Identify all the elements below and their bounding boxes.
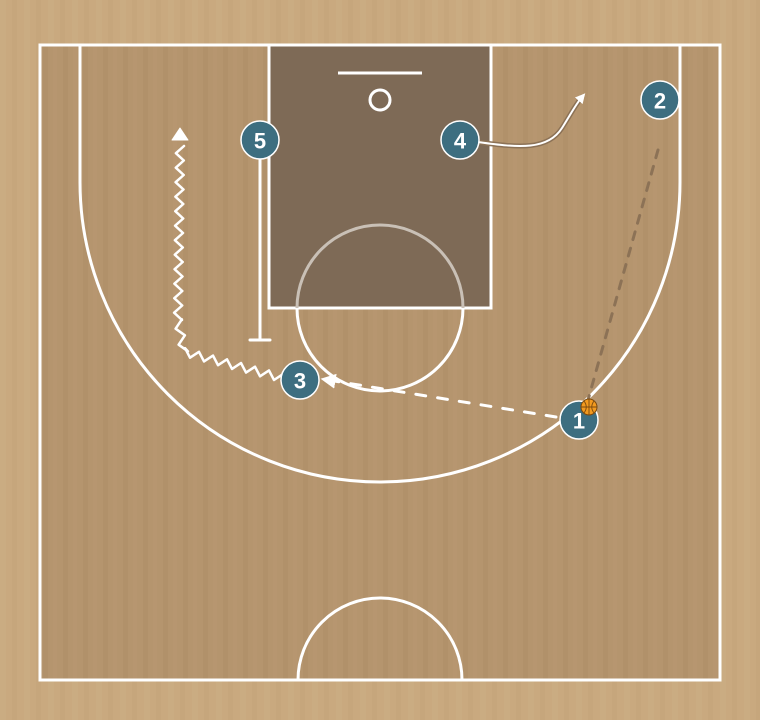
three-point-line [78, 45, 682, 484]
free-throw-circle-bottom [295, 307, 465, 393]
player-5[interactable]: 5 [240, 120, 280, 160]
center-circle [296, 596, 464, 681]
basketball-icon [580, 398, 598, 416]
player-5-label: 5 [254, 129, 266, 154]
cut-line-player-4-highlight [477, 93, 586, 147]
player-4-label: 4 [454, 129, 467, 154]
dribble-line-player-3 [172, 144, 285, 382]
player-3-label: 3 [294, 369, 306, 394]
paint-outline [267, 43, 493, 310]
free-throw-circle-top [295, 223, 465, 309]
dribble-arrowhead [171, 127, 189, 141]
paint-area [269, 45, 491, 308]
rim [368, 88, 392, 112]
player-3[interactable]: 3 [280, 360, 320, 400]
player-2-label: 2 [654, 89, 666, 114]
player-2[interactable]: 2 [640, 80, 680, 120]
player-4[interactable]: 4 [440, 120, 480, 160]
pass-line-1-to-3 [320, 373, 558, 419]
player-1-label: 1 [573, 409, 585, 434]
player-2-move-line [586, 148, 660, 402]
